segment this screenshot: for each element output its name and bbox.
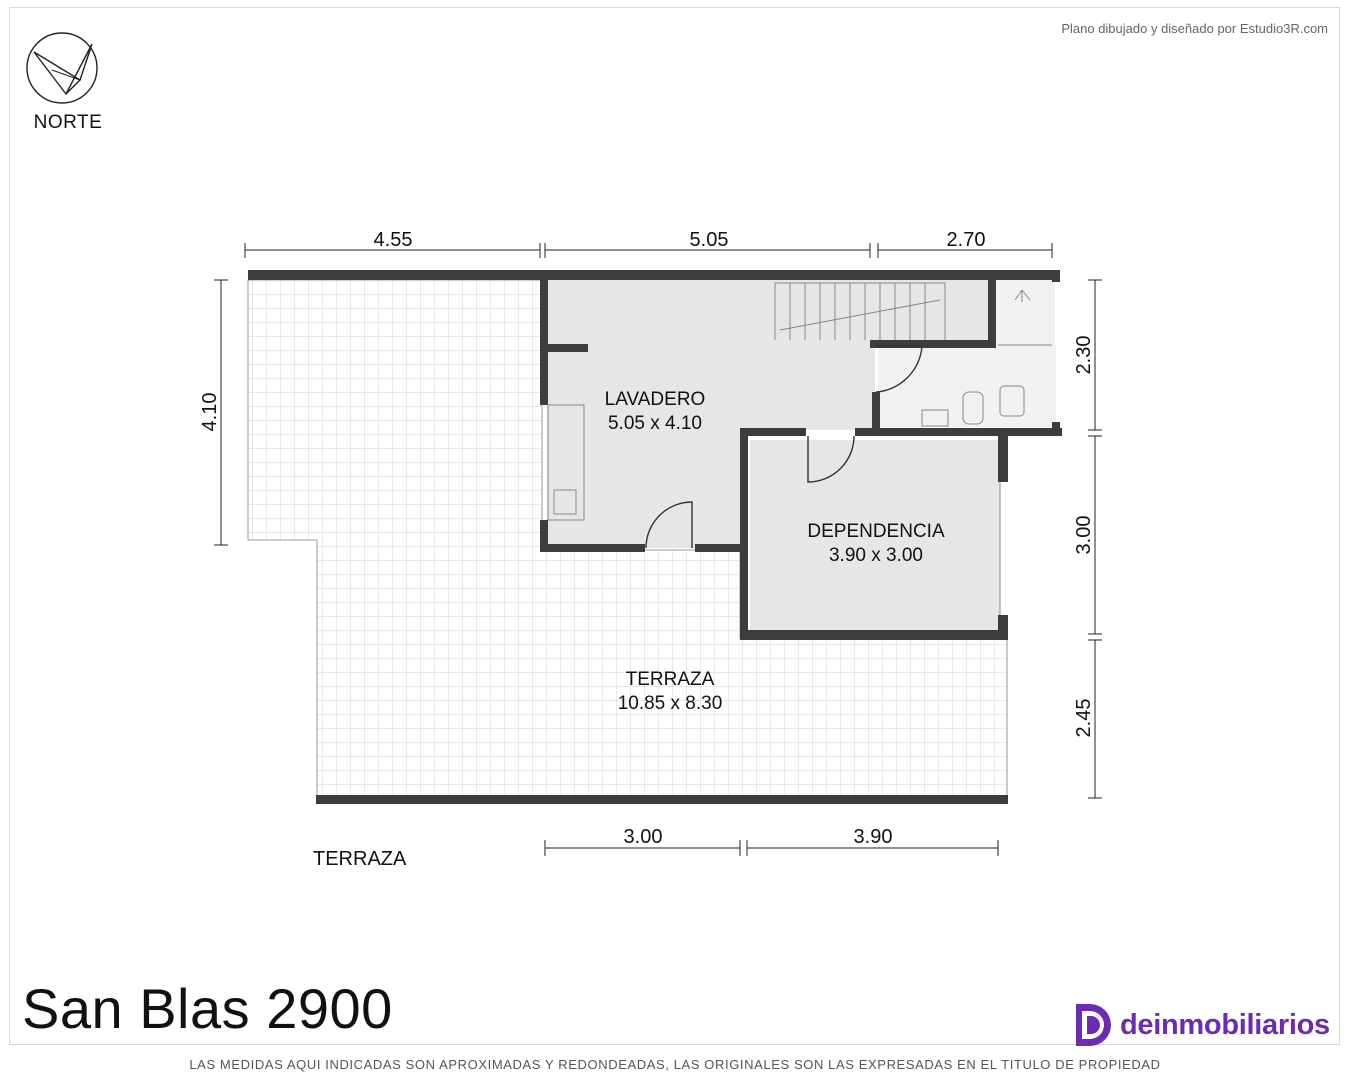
doors (645, 345, 923, 549)
walls (248, 270, 1062, 804)
dim-right-1: 2.30 (1073, 336, 1095, 375)
brand-logo: deinmobiliarios (1074, 1000, 1330, 1050)
dim-right-3: 2.45 (1073, 699, 1095, 738)
stairs (774, 282, 946, 340)
dim-bottom-2: 3.90 (854, 826, 893, 848)
room-terraza-name: TERRAZA (626, 669, 715, 690)
north-label: NORTE (33, 112, 103, 133)
room-lavadero-size: 5.05 x 4.10 (608, 413, 702, 434)
fixtures (547, 289, 1052, 615)
compass-arrow-icon (26, 32, 98, 104)
disclaimer: LAS MEDIDAS AQUI INDICADAS SON APROXIMAD… (189, 1057, 1161, 1072)
dim-top-1: 4.55 (374, 229, 413, 251)
dim-right-2: 3.00 (1073, 516, 1095, 555)
dim-top-2: 5.05 (690, 229, 729, 251)
room-dependencia-size: 3.90 x 3.00 (829, 545, 923, 566)
brand-name: deinmobiliarios (1120, 1008, 1330, 1041)
dim-bottom-1: 3.00 (624, 826, 663, 848)
dimension-lines (214, 243, 1102, 856)
level-label: TERRAZA (313, 848, 407, 870)
room-terraza-size: 10.85 x 8.30 (618, 693, 723, 714)
dim-left: 4.10 (199, 393, 221, 432)
room-dependencia-name: DEPENDENCIA (807, 521, 945, 542)
credit-text: Plano dibujado y diseñado por Estudio3R.… (1061, 21, 1328, 36)
north-indicator: NORTE (22, 30, 106, 133)
room-lavadero-name: LAVADERO (605, 389, 706, 410)
interior-floor (547, 280, 1056, 630)
drawing-frame (9, 7, 1340, 1045)
dim-top-3: 2.70 (947, 229, 986, 251)
property-title: San Blas 2900 (22, 977, 393, 1040)
d-logo-icon (1076, 1004, 1111, 1046)
